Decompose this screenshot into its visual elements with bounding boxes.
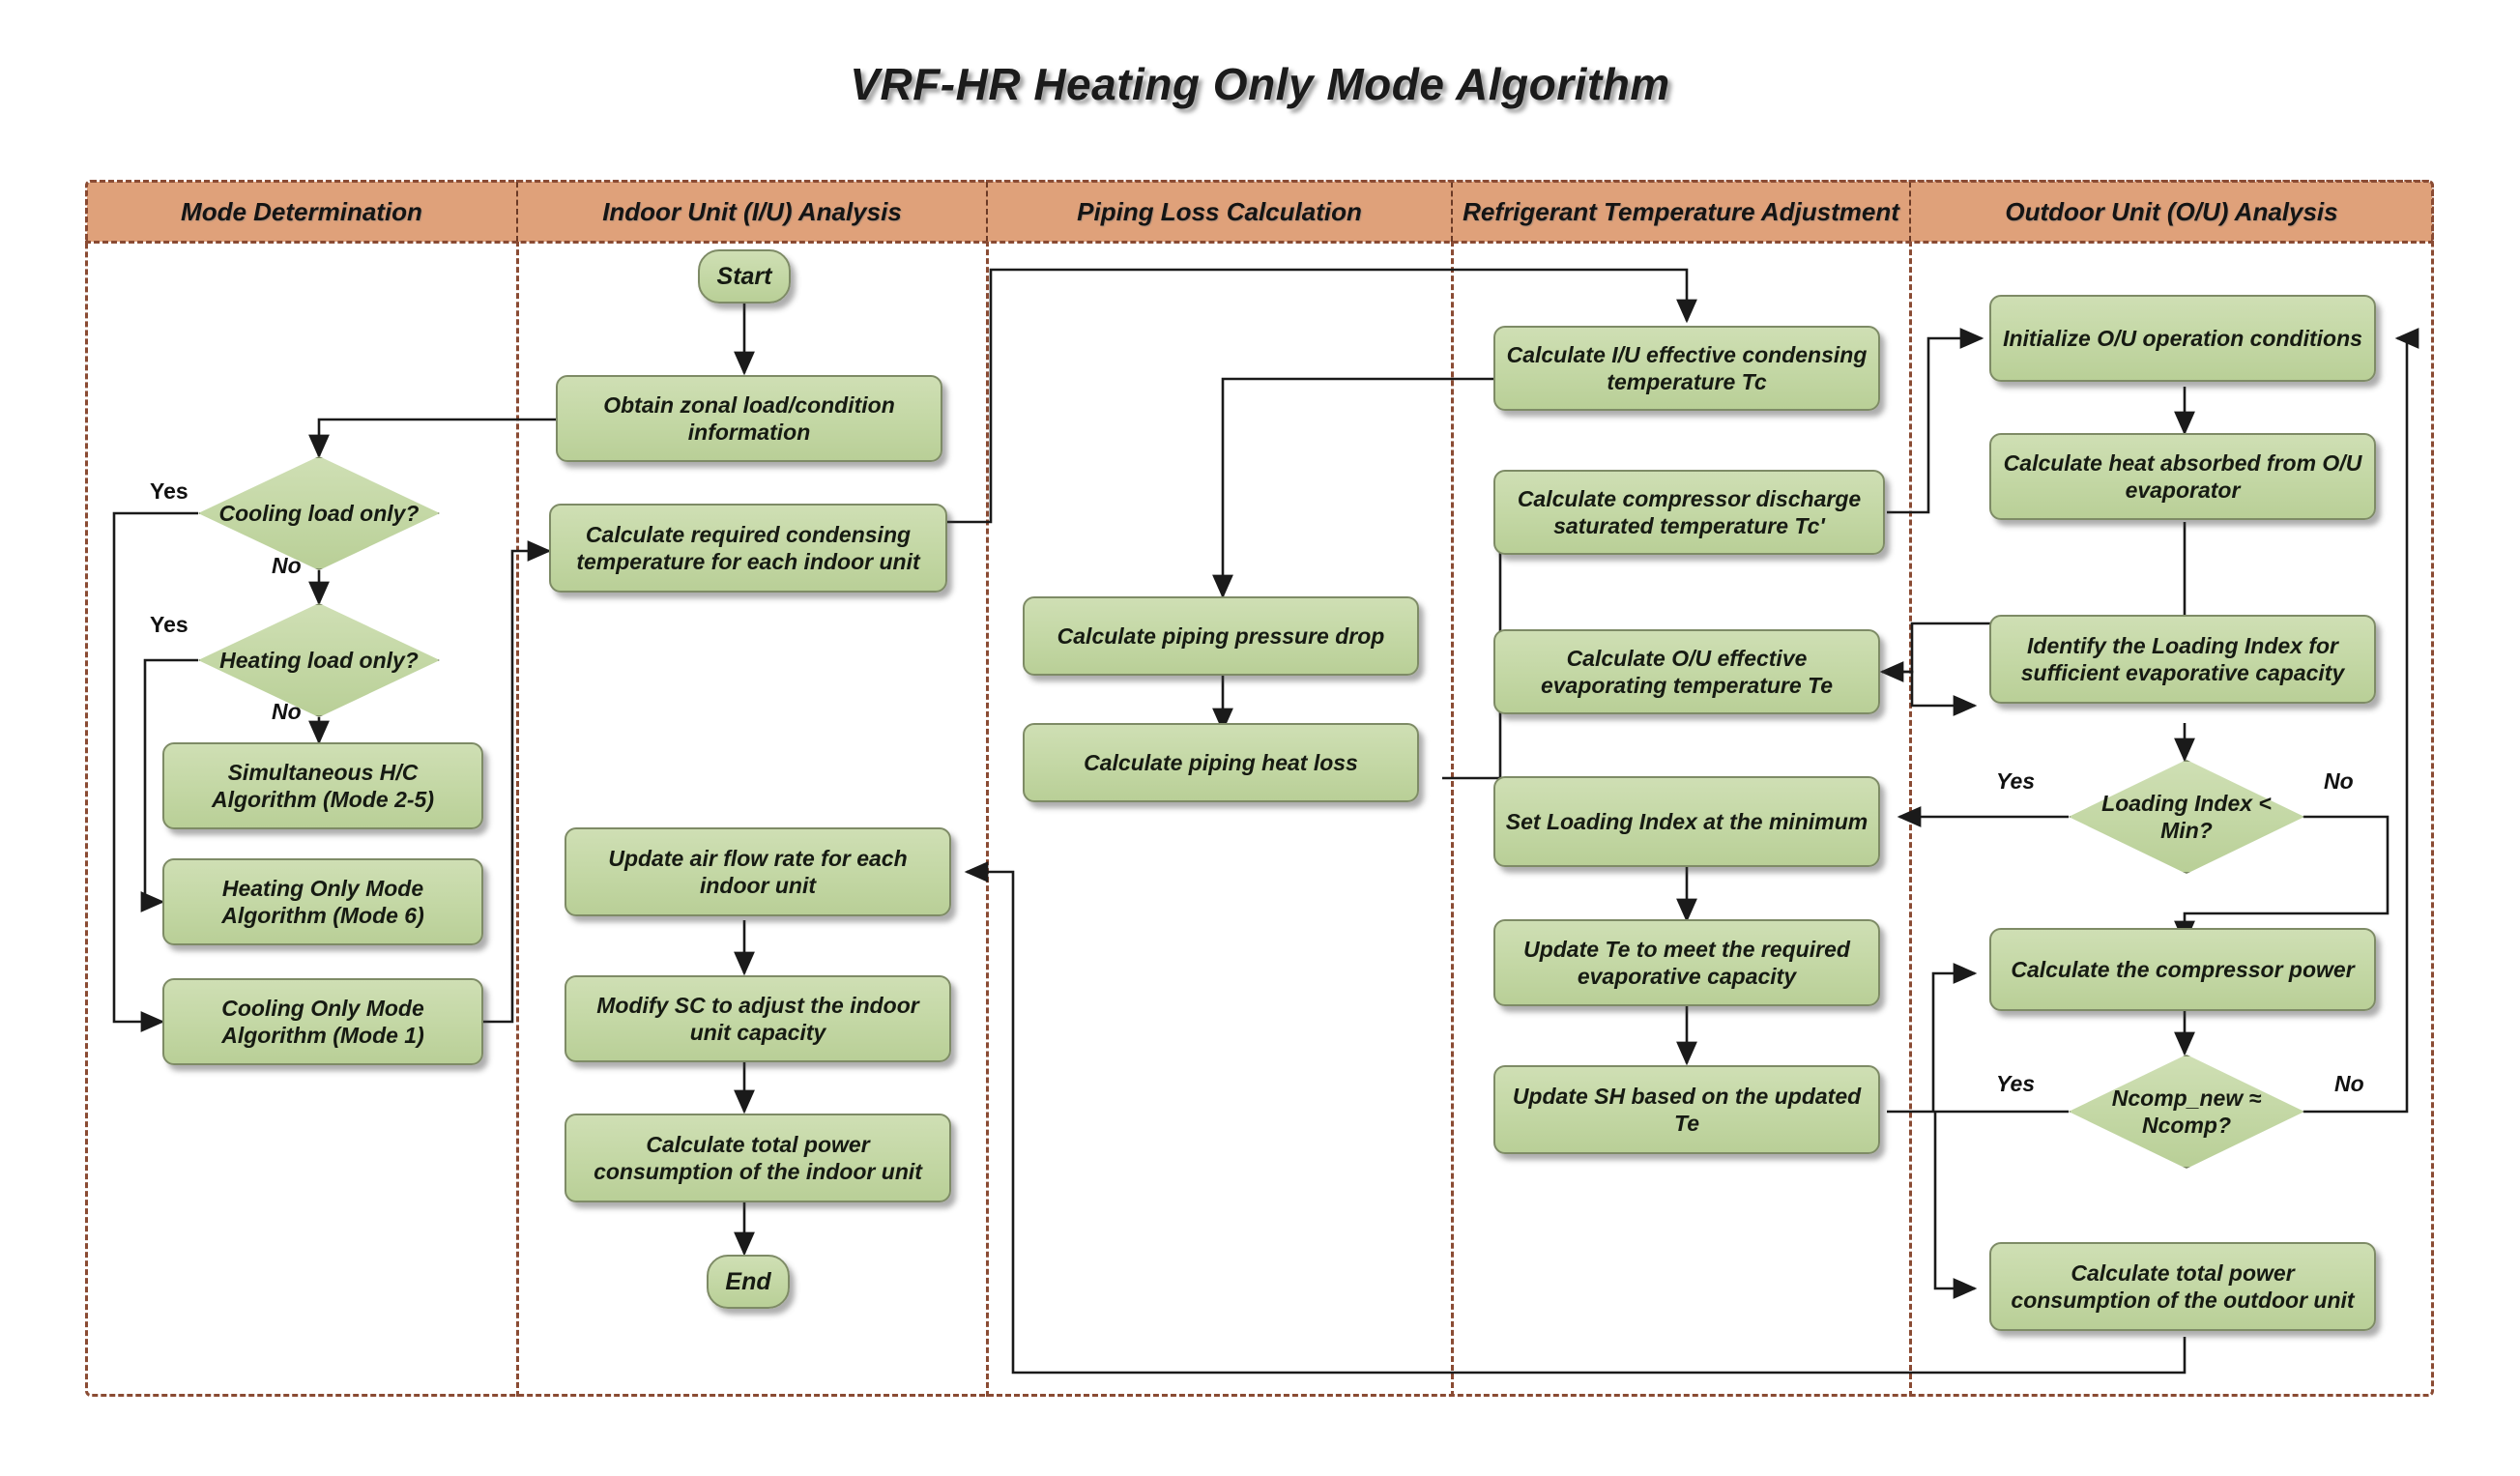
node-indoor-unit-total-power[interactable]: Calculate total power consumption of the… [565,1114,951,1202]
decision-label: Ncomp_new ≈ Ncomp? [2111,1085,2262,1138]
edge-label-cooling-no: No [272,553,302,578]
lane-header-piping-loss: Piping Loss Calculation [988,182,1453,242]
node-calculate-ou-total-power[interactable]: Calculate total power consumption of the… [1989,1242,2376,1331]
edge-label-cooling-yes: Yes [150,478,188,504]
edge-label-heating-no: No [272,699,302,724]
node-calculate-required-condensing-temperature[interactable]: Calculate required condensing temperatur… [549,504,947,593]
node-identify-loading-index[interactable]: Identify the Loading Index for sufficien… [1989,615,2376,704]
lane-divider-3 [1451,180,1454,1397]
node-heating-only-mode-algorithm[interactable]: Heating Only Mode Algorithm (Mode 6) [162,858,483,945]
lane-divider-4 [1909,180,1912,1397]
decision-label: Loading Index < Min? [2101,790,2272,843]
node-end[interactable]: End [707,1255,790,1309]
node-modify-sc[interactable]: Modify SC to adjust the indoor unit capa… [565,975,951,1062]
edge-label-loading-index-no: No [2324,768,2354,794]
node-update-te-required-evaporative-capacity[interactable]: Update Te to meet the required evaporati… [1493,919,1880,1006]
node-simultaneous-hc-algorithm[interactable]: Simultaneous H/C Algorithm (Mode 2-5) [162,742,483,829]
node-initialize-ou-operation-conditions[interactable]: Initialize O/U operation conditions [1989,295,2376,382]
node-calculate-piping-pressure-drop[interactable]: Calculate piping pressure drop [1023,596,1419,676]
lane-header-refrigerant-temp: Refrigerant Temperature Adjustment [1453,182,1911,242]
edge-label-loading-index-yes: Yes [1996,768,2036,794]
node-calculate-piping-heat-loss[interactable]: Calculate piping heat loss [1023,723,1419,802]
node-calculate-iu-effective-condensing-temperature[interactable]: Calculate I/U effective condensing tempe… [1493,326,1880,411]
edge-label-ncomp-yes: Yes [1996,1071,2036,1096]
lane-header-mode-determination: Mode Determination [87,182,518,242]
node-cooling-load-only-decision[interactable]: Cooling load only? [198,456,440,570]
node-cooling-only-mode-algorithm[interactable]: Cooling Only Mode Algorithm (Mode 1) [162,978,483,1065]
decision-label: Heating load only? [219,647,419,673]
edge-label-ncomp-no: No [2334,1071,2364,1096]
node-ncomp-convergence-decision[interactable]: Ncomp_new ≈ Ncomp? [2069,1055,2304,1169]
node-heating-load-only-decision[interactable]: Heating load only? [198,603,440,717]
node-loading-index-min-decision[interactable]: Loading Index < Min? [2069,760,2304,874]
node-set-loading-index-minimum[interactable]: Set Loading Index at the minimum [1493,776,1880,867]
node-update-air-flow-rate[interactable]: Update air flow rate for each indoor uni… [565,827,951,916]
node-update-sh-based-on-updated-te[interactable]: Update SH based on the updated Te [1493,1065,1880,1154]
lane-divider-2 [986,180,989,1397]
decision-label: Cooling load only? [218,500,420,526]
page-title: VRF-HR Heating Only Mode Algorithm [850,59,1670,109]
lane-header-outdoor-unit: Outdoor Unit (O/U) Analysis [1911,182,2432,242]
edge-label-heating-yes: Yes [150,612,188,637]
node-start[interactable]: Start [698,249,791,304]
node-calculate-heat-absorbed-ou-evaporator[interactable]: Calculate heat absorbed from O/U evapora… [1989,433,2376,520]
lane-divider-1 [516,180,519,1397]
node-calculate-compressor-power[interactable]: Calculate the compressor power [1989,928,2376,1011]
node-obtain-zonal-load[interactable]: Obtain zonal load/condition information [556,375,942,462]
node-calculate-compressor-discharge-saturated-temperature[interactable]: Calculate compressor discharge saturated… [1493,470,1885,555]
lane-header-indoor-unit: Indoor Unit (I/U) Analysis [518,182,988,242]
node-calculate-ou-effective-evaporating-temperature[interactable]: Calculate O/U effective evaporating temp… [1493,629,1880,714]
